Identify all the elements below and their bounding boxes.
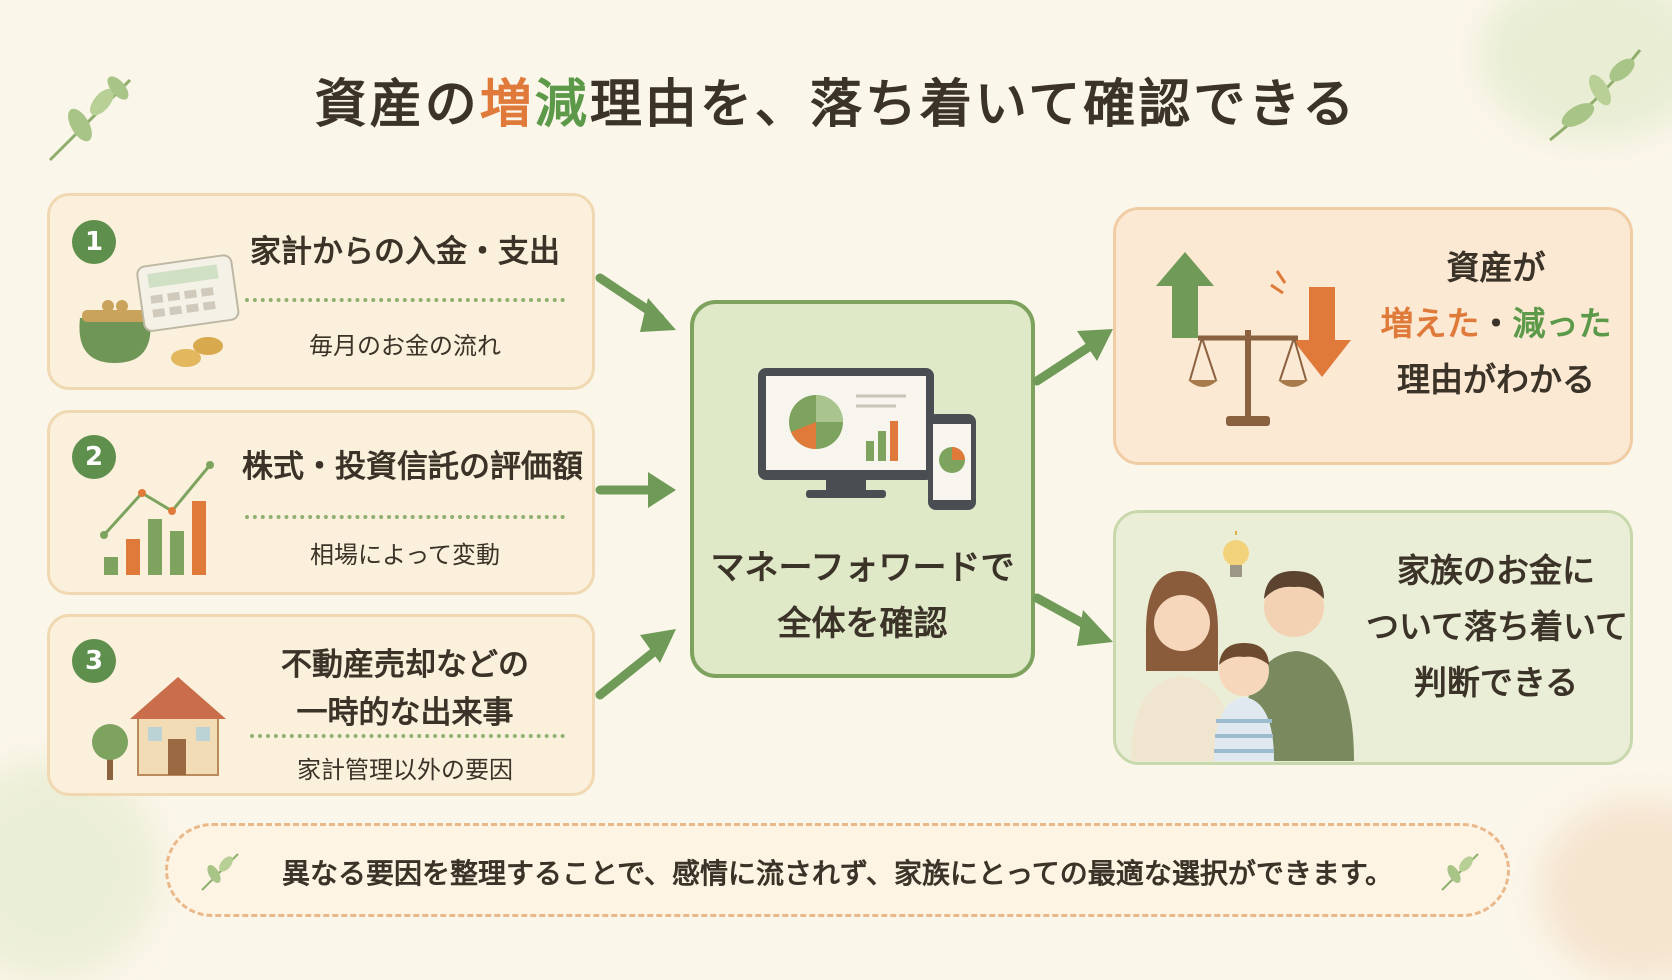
result-line: 増えた・減った: [1366, 296, 1626, 352]
phone-icon: [928, 414, 976, 510]
arrow-up-icon: [1156, 252, 1214, 338]
number-badge: 2: [72, 435, 116, 479]
title-decrease: 減: [534, 75, 590, 135]
money-forward-summary-box: マネーフォワードで 全体を確認: [690, 300, 1035, 678]
house-icon: [130, 677, 226, 776]
monitor-icon: [758, 368, 934, 498]
bg-blob-bottom-right: [1540, 800, 1672, 980]
result-line: 判断できる: [1413, 663, 1579, 702]
card-title: 一時的な出来事: [296, 695, 514, 731]
pie-chart-icon: [789, 395, 843, 449]
footer-banner: 異なる要因を整理することで、感情に流されず、家族にとっての最適な選択ができます。: [165, 823, 1510, 917]
number-badge: 3: [72, 639, 116, 683]
number-badge: 1: [72, 220, 116, 264]
result-line: 家族のお金に: [1397, 551, 1595, 590]
title-part: 理由を、落ち着いて確認できる: [589, 75, 1358, 135]
leaf-icon: [201, 853, 239, 891]
calculator-icon: [136, 254, 240, 332]
tree-icon: [92, 724, 128, 780]
center-line: マネーフォワードで: [710, 548, 1015, 588]
family-icon: [1131, 571, 1354, 761]
leaf-icon: [1441, 853, 1479, 891]
arrow-icon: [1032, 593, 1113, 646]
result-card-family: 家族のお金に ついて落ち着いて 判断できる: [1113, 510, 1633, 765]
dotted-divider: [245, 515, 565, 519]
page-title: 資産の増減理由を、落ち着いて確認できる: [0, 62, 1672, 137]
title-increase: 増: [479, 75, 535, 135]
separator: ・: [1479, 304, 1513, 343]
scale-icon: [1188, 330, 1308, 426]
arrow-icon: [595, 472, 676, 508]
dotted-divider: [245, 298, 565, 302]
result-line: 資産が: [1446, 248, 1546, 287]
card-subtitle: 家計管理以外の要因: [297, 756, 513, 784]
result-line: 理由がわかる: [1397, 360, 1595, 399]
card-subtitle: 毎月のお金の流れ: [309, 332, 501, 360]
card-title: 株式・投資信託の評価額: [242, 449, 583, 485]
increased-label: 増えた: [1380, 304, 1480, 343]
lightbulb-icon: [1223, 531, 1249, 577]
card-title: 不動産売却などの: [281, 647, 529, 683]
result-card-asset-change: 資産が 増えた・減った 理由がわかる: [1113, 207, 1633, 465]
result-caption: 資産が 増えた・減った 理由がわかる: [1366, 240, 1626, 408]
arrow-icon: [595, 273, 676, 332]
card-subtitle: 相場によって変動: [309, 541, 501, 569]
card-title: 家計からの入金・支出: [250, 234, 560, 270]
bar-chart-icon: [100, 461, 214, 575]
decreased-label: 減った: [1512, 304, 1612, 343]
card-investments: 2 株式・投資信託の評価額 相場によって変動: [47, 410, 595, 595]
dotted-divider: [250, 734, 565, 738]
coins-icon: [171, 337, 223, 367]
title-part: 資産の: [314, 75, 480, 135]
wallet-icon: [79, 300, 151, 363]
center-caption: マネーフォワードで 全体を確認: [694, 540, 1031, 652]
arrow-icon: [595, 629, 676, 700]
result-caption: 家族のお金に ついて落ち着いて 判断できる: [1366, 543, 1629, 711]
card-one-off-events: 3 不動産売却などの 一時的な出来事 家計管理以外の要因: [47, 614, 595, 796]
leaf-icon: [48, 76, 132, 162]
center-line: 全体を確認: [777, 604, 948, 644]
footer-text: 異なる要因を整理することで、感情に流されず、家族にとっての最適な選択ができます。: [281, 857, 1394, 890]
arrow-down-icon: [1270, 270, 1351, 377]
arrow-icon: [1032, 329, 1113, 386]
result-line: ついて落ち着いて: [1366, 607, 1629, 646]
leaf-icon: [1549, 49, 1642, 142]
card-household: 1 家計からの入金・支出 毎月のお金の流れ: [47, 193, 595, 390]
